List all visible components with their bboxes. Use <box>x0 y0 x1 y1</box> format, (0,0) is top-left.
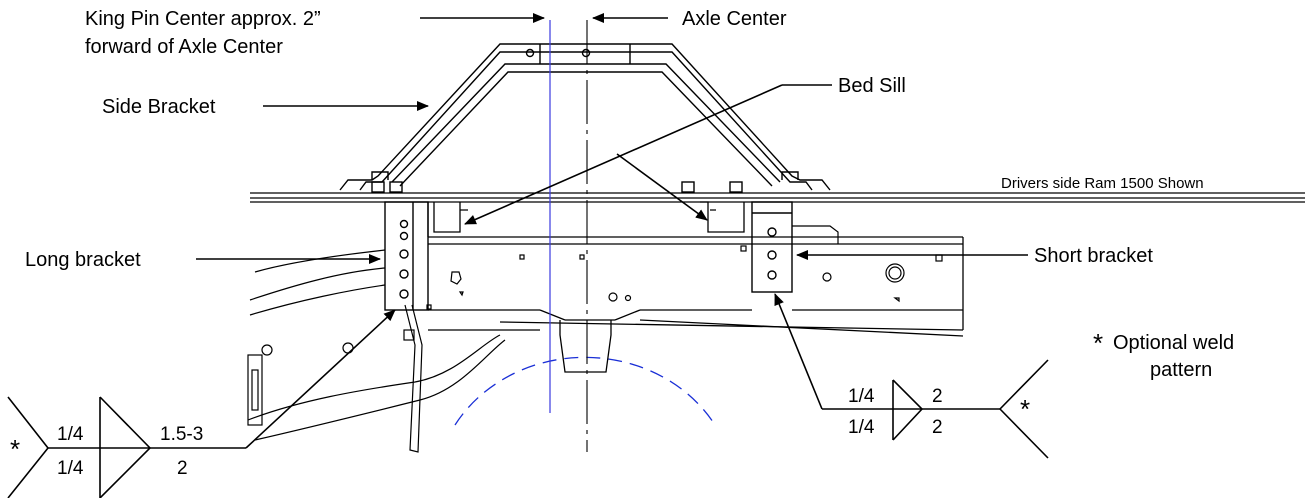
king-pin-label-line1: King Pin Center approx. 2” <box>85 8 321 30</box>
bed-sill-leader-left <box>464 84 783 225</box>
spring-hanger <box>559 320 612 373</box>
axle-center-label: Axle Center <box>682 8 787 30</box>
bed-floor <box>250 192 1305 203</box>
side-bracket <box>339 43 831 193</box>
optional-weld-asterisk: * <box>1093 328 1103 358</box>
long-bracket <box>384 201 429 311</box>
left-weld-top-length: 1.5-3 <box>160 424 203 445</box>
bed-sill-label: Bed Sill <box>838 75 906 97</box>
short-bracket <box>751 201 793 293</box>
king-pin-label-line2: forward of Axle Center <box>85 36 283 58</box>
right-weld-symbol <box>822 359 1049 459</box>
right-weld-bottom-length: 2 <box>932 417 943 438</box>
axle-wheel-arc <box>454 356 716 426</box>
side-bracket-label: Side Bracket <box>102 96 216 118</box>
right-weld-top-length: 2 <box>932 386 943 407</box>
right-weld-leader <box>774 293 823 410</box>
left-weld-leader <box>245 309 396 449</box>
left-weld-tail-mark: * <box>10 434 20 464</box>
right-weld-bottom-size: 1/4 <box>848 417 875 438</box>
frame-holes <box>426 245 943 310</box>
leader-lines <box>196 13 1028 449</box>
left-weld-top-size: 1/4 <box>57 424 84 445</box>
left-weld-symbol <box>7 396 246 499</box>
frame-rail <box>428 236 964 337</box>
optional-weld-label-line1: Optional weld <box>1113 332 1234 354</box>
short-bracket-label: Short bracket <box>1034 245 1153 267</box>
frame-linkage <box>247 304 423 453</box>
right-weld-tail-mark: * <box>1020 394 1030 424</box>
frame-tab-right <box>792 225 839 244</box>
optional-weld-label-line2: pattern <box>1150 359 1212 381</box>
long-bracket-label: Long bracket <box>25 249 141 271</box>
bed-sill-leader-right <box>616 153 708 221</box>
left-weld-bottom-length: 2 <box>177 458 188 479</box>
left-weld-bottom-size: 1/4 <box>57 458 84 479</box>
right-weld-top-size: 1/4 <box>848 386 875 407</box>
drivers-side-label: Drivers side Ram 1500 Shown <box>1001 175 1204 192</box>
